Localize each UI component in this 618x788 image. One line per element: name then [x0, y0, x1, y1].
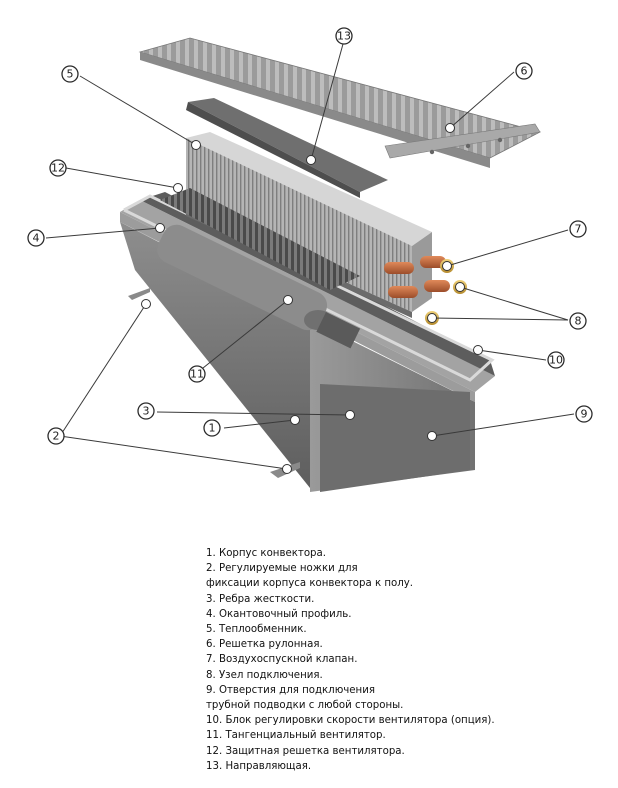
svg-text:12: 12 [51, 162, 65, 175]
guide-rail [186, 98, 388, 198]
callout-7: 7 [569, 220, 587, 238]
callout-3: 3 [137, 402, 155, 420]
leader-dots [141, 123, 483, 474]
svg-text:1: 1 [209, 422, 216, 435]
legend-line: 5. Теплообменник. [206, 624, 307, 636]
callout-5: 5 [61, 65, 79, 83]
callout-10: 10 [547, 351, 565, 369]
legend-line: 7. Воздухоспускной клапан. [206, 654, 358, 666]
legend-line: 6. Решетка рулонная. [206, 639, 323, 651]
legend: 1. Корпус конвектора. 2. Регулируемые но… [206, 546, 606, 774]
svg-text:5: 5 [67, 68, 74, 81]
legend-line: фиксации корпуса конвектора к полу. [206, 578, 414, 590]
svg-text:3: 3 [143, 405, 150, 418]
legend-line: 10. Блок регулировки скорости вентилятор… [206, 715, 495, 727]
legend-line: 1. Корпус конвектора. [206, 548, 327, 559]
svg-text:6: 6 [521, 65, 528, 78]
callout-6: 6 [515, 62, 533, 80]
svg-text:4: 4 [33, 232, 40, 245]
svg-text:8: 8 [575, 315, 582, 328]
callout-9: 9 [575, 405, 593, 423]
svg-text:7: 7 [575, 223, 582, 236]
legend-line: 4. Окантовочный профиль. [206, 608, 352, 620]
legend-line: 9. Отверстия для подключения [206, 684, 375, 696]
callout-13: 13 [335, 27, 353, 45]
legend-line: 11. Тангенциальный вентилятор. [206, 730, 386, 742]
legend-line: 12. Защитная решетка вентилятора. [206, 745, 405, 757]
legend-line: 8. Узел подключения. [206, 669, 323, 681]
fan-assembly [157, 188, 361, 349]
svg-text:10: 10 [549, 354, 563, 367]
roll-grille [138, 37, 542, 168]
svg-text:11: 11 [190, 368, 204, 381]
legend-line: 13. Направляющая. [206, 760, 312, 772]
legend-line: трубной подводки с любой стороны. [206, 700, 404, 712]
callout-2: 2 [47, 427, 65, 445]
leader-lines [45, 43, 575, 470]
callout-4: 4 [27, 229, 45, 247]
legend-line: 3. Ребра жесткости. [206, 593, 315, 605]
callout-11: 11 [188, 365, 206, 383]
callout-8: 8 [569, 312, 587, 330]
svg-text:9: 9 [581, 408, 588, 421]
callout-12: 12 [49, 159, 67, 177]
callout-1: 1 [203, 419, 221, 437]
svg-text:2: 2 [53, 430, 60, 443]
legend-line: 2. Регулируемые ножки для [206, 563, 358, 575]
svg-text:13: 13 [337, 30, 351, 43]
convector-diagram: 1 2 3 4 5 6 7 8 9 10 11 12 13 [27, 27, 593, 492]
